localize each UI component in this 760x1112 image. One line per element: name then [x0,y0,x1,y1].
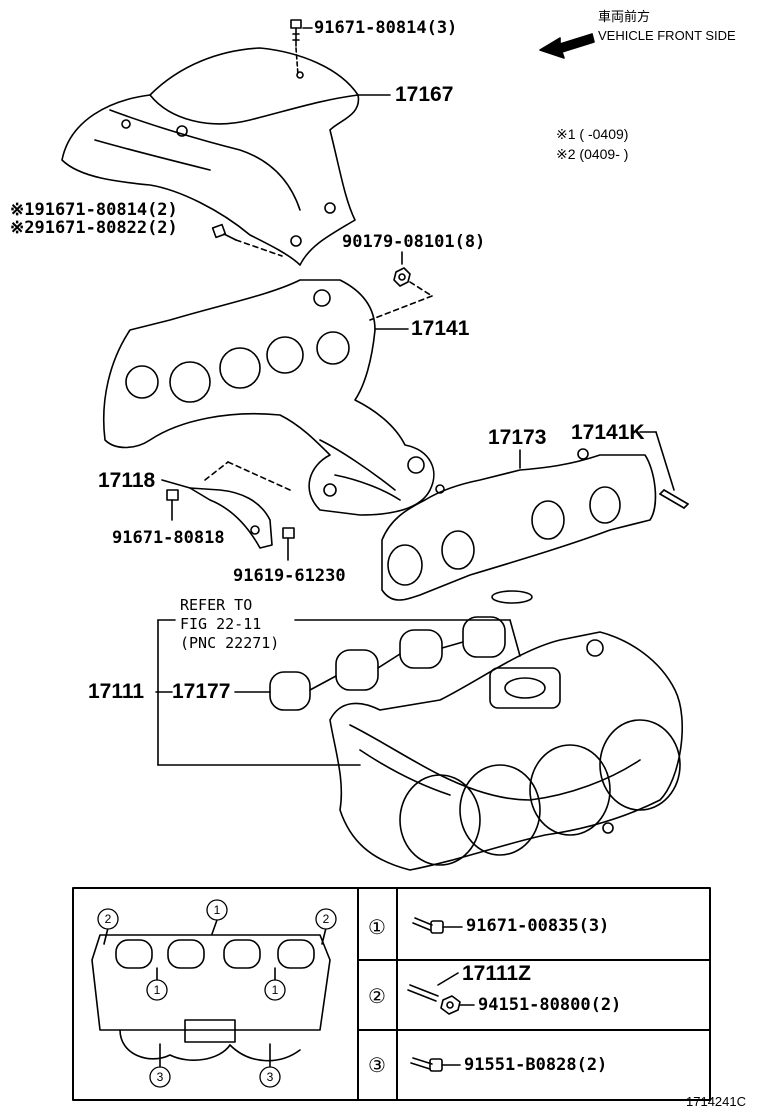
callout-circle-1 [264,979,286,1001]
part-label-nut[interactable]: 90179-08101(8) [342,232,486,252]
callout-circle-2 [315,908,337,930]
callout-label-1: 1 [154,983,161,997]
callout-label-1: 1 [272,983,279,997]
part-label-heat-insulator[interactable]: 17167 [395,83,454,106]
part-label-intake-gasket[interactable]: 17177 [172,680,231,703]
note-2: ※2 (0409- ) [556,146,629,162]
vehicle-front-arrow-icon [539,33,595,59]
part-label-stud[interactable]: 17141K [571,421,645,444]
callout-label-3: 3 [157,1070,164,1084]
bolt-row1-icon [412,917,444,934]
table-row-2-part[interactable]: 17111Z [462,962,531,985]
bracket-shape [189,487,273,549]
part-label-bolt-alt1[interactable]: ※191671-80814(2) [10,200,178,220]
bolt-alt-icon [211,223,237,241]
table-row-3-num: ③ [368,1055,386,1077]
table-row-3-part[interactable]: 91551-B0828(2) [464,1055,608,1075]
table-row-1-part[interactable]: 91671-00835(3) [466,916,610,936]
part-label-bolt-bracket[interactable]: 91671-80818 [112,528,225,548]
callout-label-2: 2 [323,912,330,926]
table-row-1-num: ① [368,917,386,939]
intake-gasket-shape [269,616,506,711]
part-label-exhaust-manifold[interactable]: 17141 [411,317,470,340]
callout-circle-3 [259,1066,281,1088]
callout-label-1: 1 [214,903,221,917]
callout-label-2: 2 [105,912,112,926]
gasket-shape [381,448,657,601]
callout-circle-1 [206,899,228,921]
refer-line-2[interactable]: FIG 22-11 [180,615,262,633]
note-1: ※1 ( -0409) [556,126,629,142]
inset-manifold-top-view [91,934,331,1062]
bolt-bracket2-icon [282,527,295,561]
callout-label-3: 3 [267,1070,274,1084]
heat-insulator-shape [61,47,360,266]
nut-row2-icon [440,995,461,1015]
part-label-gasket[interactable]: 17173 [488,426,547,449]
callout-circle-3 [149,1066,171,1088]
bolt-row2-icon [407,984,439,1002]
part-label-bolt-bracket2[interactable]: 91619-61230 [233,566,346,586]
callout-circle-1 [146,979,168,1001]
intake-manifold-shape [329,631,684,871]
bolt-bracket-icon [166,489,179,521]
exhaust-manifold-shape [102,279,435,516]
part-label-bolt-alt2[interactable]: ※291671-80822(2) [10,218,178,238]
nut-icon [393,267,411,287]
part-label-bolt-top[interactable]: 91671-80814(3) [314,18,458,38]
part-label-intake-manifold[interactable]: 17111 [88,680,145,703]
callout-circle-2 [97,908,119,930]
stud-icon [659,489,689,509]
front-label-en: VEHICLE FRONT SIDE [598,28,736,43]
front-label-jp: 車両前方 [598,9,651,24]
table-row-2-num: ② [368,986,386,1008]
figure-id: 1714241C [686,1094,746,1109]
refer-line-1: REFER TO [180,596,253,614]
bolt-row3-icon [410,1057,443,1072]
detail-table-frame [72,887,711,1101]
refer-line-3: (PNC 22271) [180,634,280,652]
bolt-top-icon [290,19,302,47]
part-label-bracket[interactable]: 17118 [98,469,156,492]
table-row-2-part2[interactable]: 94151-80800(2) [478,995,622,1015]
